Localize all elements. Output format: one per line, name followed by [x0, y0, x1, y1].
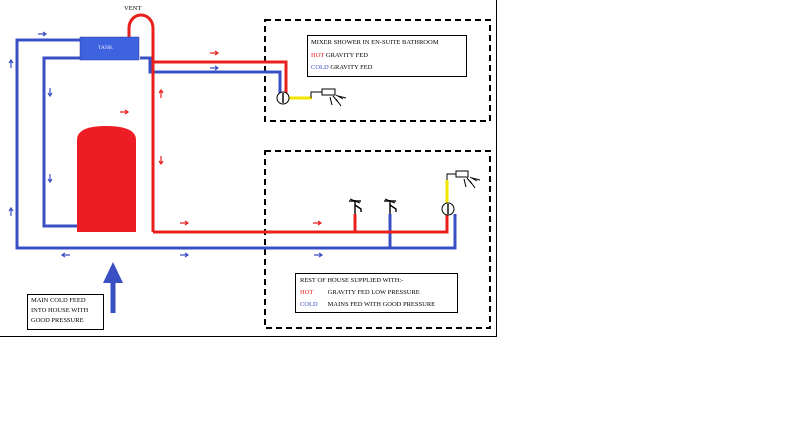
arrow-cold-7	[180, 252, 190, 258]
vent-pipe	[127, 13, 155, 232]
arrow-hot-4	[158, 156, 164, 166]
shower-head-ensuite-icon	[310, 88, 347, 107]
cold-tap-icon	[384, 198, 397, 214]
arrow-cold-1	[38, 31, 48, 37]
vent-label: VENT	[124, 5, 142, 12]
tank-label: TANK	[98, 45, 113, 51]
arrow-cold-8	[314, 252, 324, 258]
ensuite-cold-text: GRAVITY FED	[330, 64, 373, 71]
house-hot-line: HOT GRAVITY FED LOW PRESSURE	[300, 289, 420, 297]
hot-pipes	[127, 13, 449, 234]
ensuite-hot-tag: HOT	[311, 52, 325, 59]
ensuite-title: MIXER SHOWER IN EN-SUITE BATHROOM	[311, 39, 439, 46]
arrow-cold-4	[47, 88, 53, 98]
main-feed-box: MAIN COLD FEED INTO HOUSE WITH GOOD PRES…	[27, 294, 104, 330]
flow-arrows	[8, 31, 324, 258]
cold-feed-to-shower	[140, 56, 282, 94]
house-cold-line: COLD MAINS FED WITH GOOD PRESSURE	[300, 301, 436, 309]
ensuite-hot-text: GRAVITY FED	[325, 52, 368, 59]
arrow-cold-9	[210, 65, 220, 71]
ensuite-cold-tag: COLD	[311, 64, 329, 71]
house-cold-text: MAINS FED WITH GOOD PRESSURE	[327, 301, 436, 308]
ensuite-hot-line: HOT GRAVITY FED	[311, 52, 368, 60]
arrow-cold-6	[60, 252, 70, 258]
hot-feed-to-house	[153, 214, 449, 234]
house-hot-text: GRAVITY FED LOW PRESSURE	[327, 289, 420, 296]
house-info-box: REST OF HOUSE SUPPLIED WITH:- HOT GRAVIT…	[295, 273, 458, 313]
arrow-hot-2	[120, 109, 130, 115]
main-feed-line-3: GOOD PRESSURE	[31, 317, 84, 324]
cold-feed-to-cylinder	[42, 56, 80, 228]
hot-feed-to-shower	[153, 60, 288, 94]
house-enclosure	[264, 150, 491, 329]
arrow-cold-3	[8, 206, 14, 216]
ensuite-info-box: MIXER SHOWER IN EN-SUITE BATHROOM HOT GR…	[307, 35, 467, 77]
main-feed-line-2: INTO HOUSE WITH	[31, 307, 89, 314]
arrow-hot-5	[180, 220, 190, 226]
hot-tap-icon	[349, 198, 362, 214]
shower-head-house-icon	[446, 170, 481, 189]
cold-mains-to-house	[113, 214, 457, 250]
house-title: REST OF HOUSE SUPPLIED WITH:-	[300, 277, 404, 284]
house-hot-tag: HOT	[300, 289, 314, 296]
arrow-cold-5	[47, 174, 53, 184]
ensuite-cold-line: COLD GRAVITY FED	[311, 64, 373, 72]
hot-water-cylinder	[77, 126, 136, 232]
arrow-hot-6	[313, 220, 323, 226]
main-feed-arrowhead	[103, 262, 123, 283]
mixer-valve-house	[441, 202, 455, 216]
arrow-hot-1	[210, 50, 220, 56]
cold-mains-loop	[15, 38, 113, 250]
main-feed-line-1: MAIN COLD FEED	[31, 297, 86, 304]
mixer-valve-ensuite	[276, 91, 290, 105]
house-cold-tag: COLD	[300, 301, 318, 308]
cold-pipes	[15, 38, 457, 250]
arrow-cold-2	[8, 58, 14, 68]
cold-water-tank	[79, 36, 140, 61]
arrow-hot-3	[158, 88, 164, 98]
